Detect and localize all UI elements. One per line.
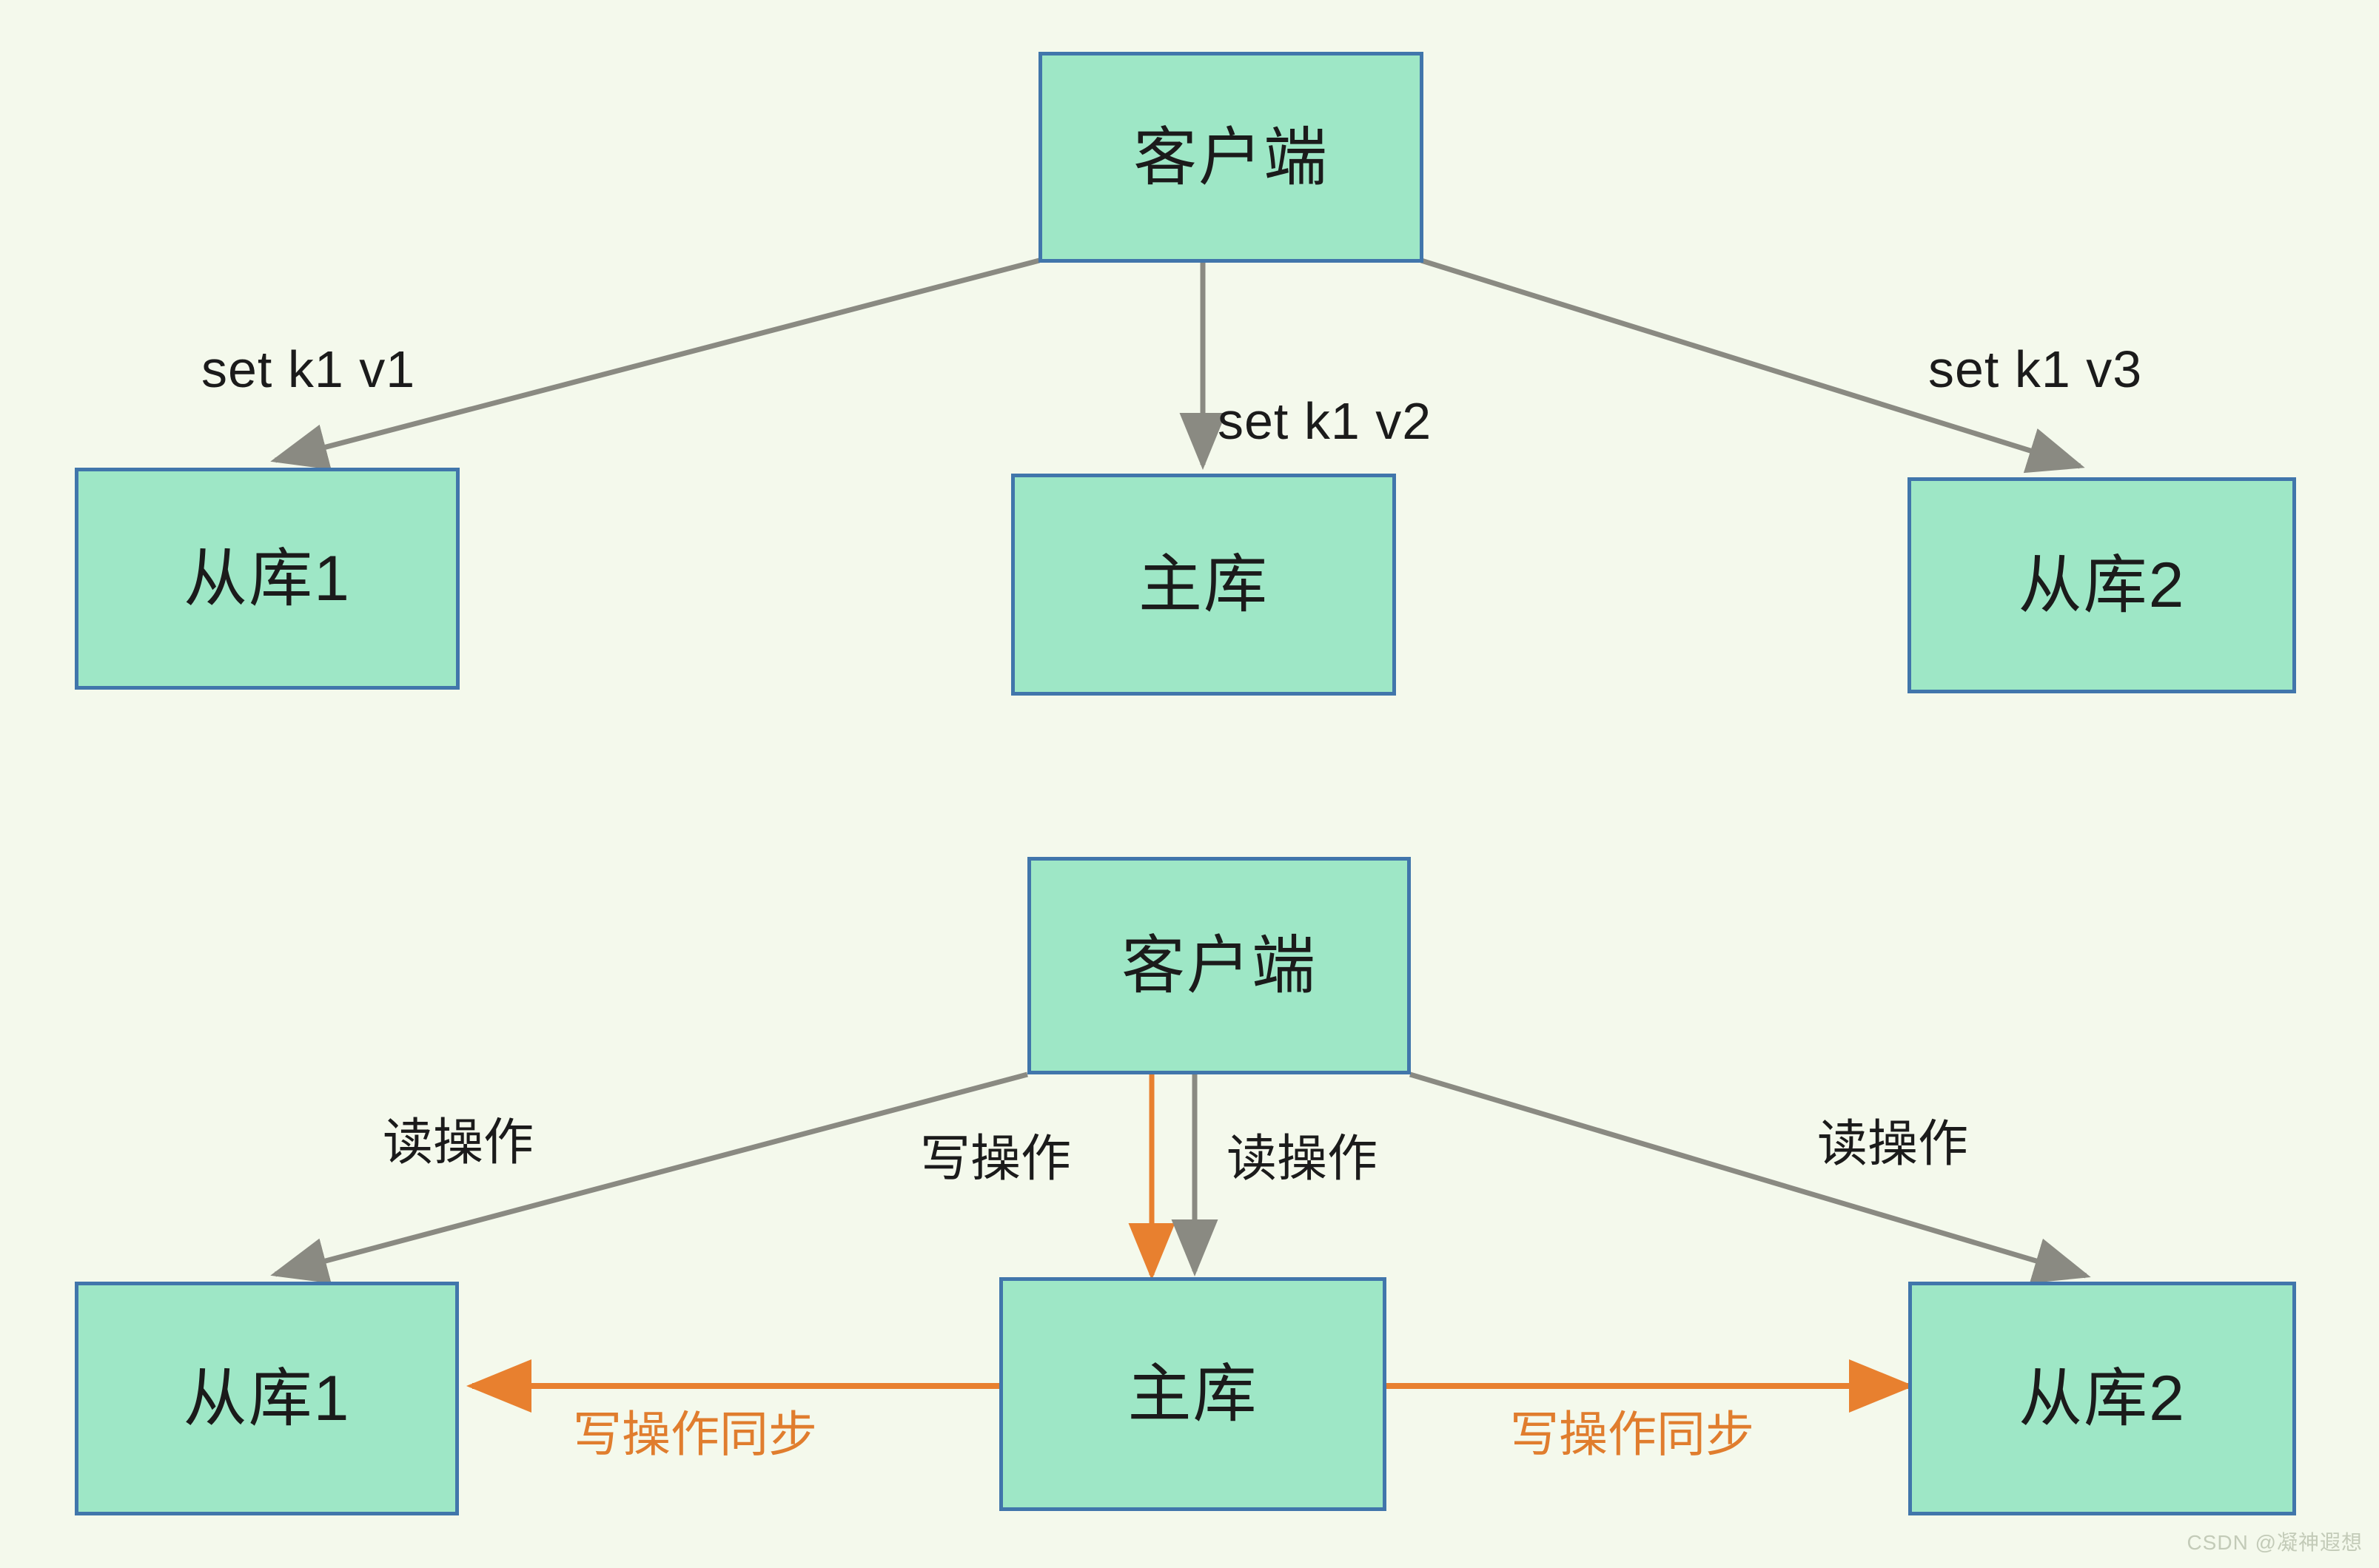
edge-label-read-slave2: 读操作 [1817, 1116, 1969, 1172]
node-slave2-bottom[interactable]: 从库2 [1908, 1282, 2296, 1515]
node-label: 从库2 [2018, 550, 2186, 621]
node-master-top[interactable]: 主库 [1011, 474, 1396, 696]
node-label: 从库2 [2019, 1363, 2186, 1434]
node-label: 客户端 [1133, 121, 1329, 193]
node-label: 客户端 [1121, 930, 1317, 1001]
edge-client2-to-slave1 [270, 1071, 1028, 1284]
node-label: 从库1 [184, 543, 351, 614]
node-slave1-bottom[interactable]: 从库1 [75, 1282, 459, 1515]
edge-label-sync-slave2: 写操作同步 [1510, 1407, 1754, 1461]
watermark: CSDN @凝神遐想 [2187, 1531, 2363, 1554]
edge-label-set-k1-v2: set k1 v2 [1218, 392, 1432, 450]
edge-label-read-slave1: 读操作 [383, 1114, 534, 1171]
node-label: 从库1 [183, 1363, 351, 1434]
edge-label-sync-slave1: 写操作同步 [573, 1407, 817, 1461]
node-client-bottom[interactable]: 客户端 [1027, 857, 1411, 1074]
node-slave2-top[interactable]: 从库2 [1907, 477, 2296, 693]
node-client-top[interactable]: 客户端 [1038, 52, 1423, 263]
edge-label-read-master: 读操作 [1227, 1131, 1378, 1187]
node-label: 主库 [1138, 549, 1269, 620]
edge-label-write-master: 写操作 [920, 1131, 1072, 1187]
edge-label-set-k1-v1: set k1 v1 [201, 340, 416, 398]
node-label: 主库 [1127, 1359, 1258, 1430]
edge-client-to-slave2 [1420, 258, 2085, 474]
edge-client-to-slave1 [270, 258, 1040, 470]
edge-client2-to-slave2 [1409, 1071, 2091, 1284]
edge-label-set-k1-v3: set k1 v3 [1928, 340, 2143, 398]
node-master-bottom[interactable]: 主库 [999, 1277, 1386, 1511]
node-slave1-top[interactable]: 从库1 [75, 468, 460, 690]
